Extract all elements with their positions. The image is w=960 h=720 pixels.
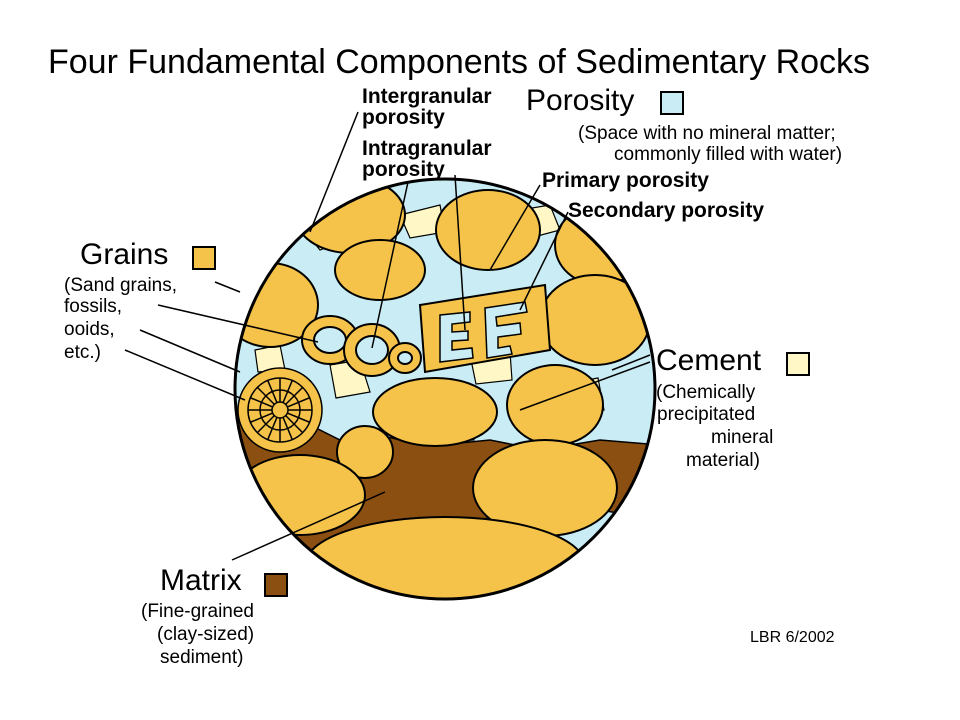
- porosity-swatch: [660, 91, 684, 115]
- porosity-desc-2: commonly filled with water): [614, 144, 843, 165]
- diagram-title: Four Fundamental Components of Sedimenta…: [48, 43, 871, 81]
- sand-grain: [435, 189, 541, 271]
- matrix-desc-1: (Fine-grained: [141, 601, 254, 622]
- fossil-spoke: [250, 412, 273, 423]
- leader-primary: [489, 184, 541, 271]
- fossil-core: [271, 401, 289, 419]
- leader-grains-3: [139, 329, 241, 373]
- secondary-pore: [439, 311, 474, 363]
- ooids: [301, 315, 422, 377]
- cross-section-outline: [233, 177, 657, 601]
- leader-grains-2: [157, 304, 319, 343]
- grains-desc-4: etc.): [64, 342, 101, 363]
- ooid-pore: [355, 335, 389, 365]
- cross-section-interior: [235, 179, 655, 599]
- fossil-spoke: [285, 386, 304, 405]
- fossil-spoke: [267, 380, 278, 403]
- label-primary-porosity: Primary porosity: [542, 169, 709, 192]
- fossil-spoke: [256, 386, 275, 405]
- leader-cement-2: [519, 361, 651, 411]
- matrix-desc-2: (clay-sized): [157, 624, 255, 645]
- fossil-spoke: [267, 417, 278, 440]
- label-intragranular: Intragranular: [362, 137, 492, 160]
- grains-desc-3: ooids,: [64, 319, 115, 340]
- label-grains: Grains: [80, 238, 169, 271]
- fossil-spoke: [282, 380, 293, 403]
- credit-label: LBR 6/2002: [750, 629, 835, 646]
- leader-intragranular: [371, 181, 409, 349]
- leader-intragranular-2: [454, 174, 466, 331]
- leader-grains-1: [214, 281, 241, 293]
- sand-grain: [235, 454, 366, 536]
- matrix-swatch: [264, 573, 288, 597]
- label-intergranular: Intergranular: [362, 85, 492, 108]
- sand-grain: [334, 239, 426, 301]
- fossil-spokes: [248, 378, 312, 442]
- fossil-spoke: [256, 415, 275, 434]
- fossil-spoke: [282, 417, 293, 440]
- matrix-desc-3: sediment): [160, 647, 244, 668]
- label-intergranular-2: porosity: [362, 106, 445, 129]
- fossil-radial: [237, 367, 323, 453]
- secondary-pore: [484, 301, 528, 359]
- label-intragranular-2: porosity: [362, 158, 445, 181]
- label-porosity: Porosity: [526, 84, 635, 117]
- leader-secondary: [519, 211, 569, 311]
- cement-desc-1: (Chemically: [656, 382, 756, 403]
- sand-grain: [336, 425, 394, 479]
- porosity-desc-1: (Space with no mineral matter;: [578, 123, 836, 144]
- fossil-grain: [418, 283, 552, 374]
- label-cement: Cement: [656, 344, 762, 377]
- label-matrix: Matrix: [160, 564, 242, 597]
- leader-cement-1: [611, 354, 651, 371]
- ooid-pore: [313, 326, 347, 354]
- leader-intergranular: [309, 111, 359, 233]
- fossil-spoke: [287, 397, 310, 408]
- leader-lines: [124, 111, 651, 561]
- sand-grain: [539, 274, 651, 366]
- fossil-spoke: [250, 397, 273, 408]
- ooid-pore: [397, 351, 413, 365]
- leader-grains-4: [124, 349, 246, 401]
- grains-desc-2: fossils,: [64, 296, 123, 317]
- cement-desc-3: mineral: [711, 427, 774, 448]
- leader-matrix: [231, 491, 386, 561]
- cement-swatch: [786, 352, 810, 376]
- cement-desc-2: precipitated: [657, 404, 756, 425]
- sand-grain: [372, 377, 498, 447]
- label-secondary-porosity: Secondary porosity: [568, 199, 765, 222]
- fossil-spoke: [285, 415, 304, 434]
- fossil-spoke: [287, 412, 310, 423]
- sand-grain: [506, 364, 604, 446]
- grains-swatch: [192, 246, 216, 270]
- grains-desc-1: (Sand grains,: [64, 275, 178, 296]
- cement-desc-4: material): [686, 450, 760, 471]
